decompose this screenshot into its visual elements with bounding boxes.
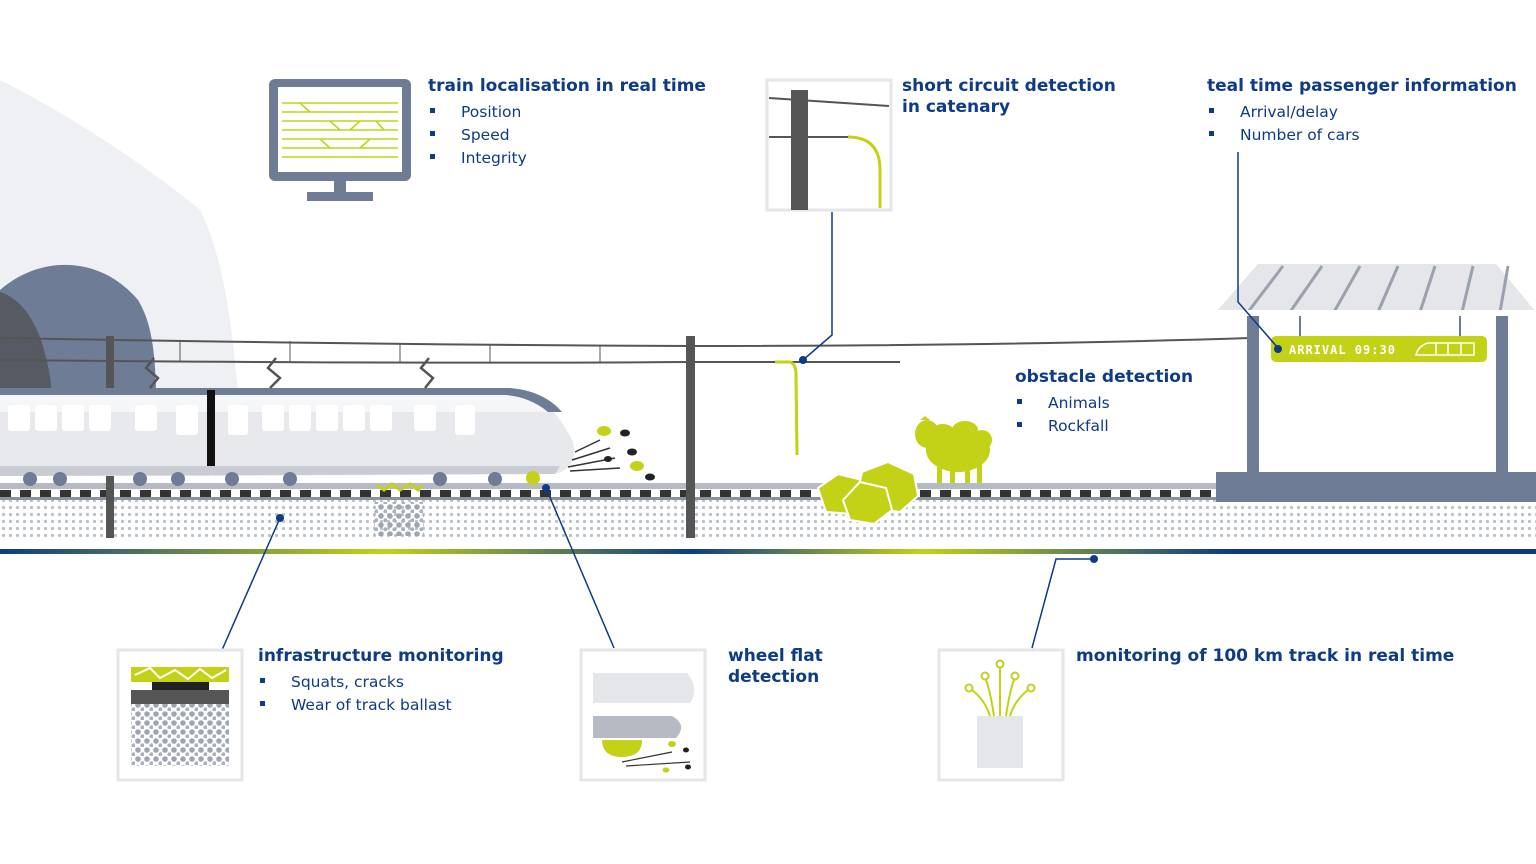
callout-wheel-flat: wheel flat detection <box>728 646 823 688</box>
callout-passenger-info-title: teal time passenger information <box>1207 76 1517 96</box>
list-item: Speed <box>428 124 706 147</box>
train-cars-icon <box>1415 342 1475 356</box>
list-item: Integrity <box>428 147 706 170</box>
monitor-icon <box>269 79 411 201</box>
callout-wheel-flat-title-line2: detection <box>728 667 820 687</box>
arrival-display-text: ARRIVAL 09:30 <box>1289 343 1396 357</box>
rock-icon <box>816 460 920 526</box>
callout-localisation-title: train localisation in real time <box>428 76 706 96</box>
ballast-bed <box>0 500 1536 538</box>
list-item: Squats, cracks <box>258 671 504 694</box>
train <box>0 357 575 486</box>
squat-marker <box>376 482 424 493</box>
callout-short-circuit-title-line2: in catenary <box>902 97 1011 117</box>
callout-infrastructure-list: Squats, cracks Wear of track ballast <box>258 671 504 717</box>
list-item: Number of cars <box>1207 124 1517 147</box>
callout-short-circuit: short circuit detection in catenary <box>902 76 1116 118</box>
ballast-damage <box>374 502 424 536</box>
callout-infrastructure: infrastructure monitoring Squats, cracks… <box>258 646 504 717</box>
callout-track-monitoring: monitoring of 100 km track in real time <box>1076 646 1454 667</box>
callout-short-circuit-title-line1: short circuit detection <box>902 76 1116 96</box>
callout-dots <box>276 345 1282 563</box>
callout-obstacle-list: Animals Rockfall <box>1015 392 1193 438</box>
track-ballast-icon <box>116 648 244 782</box>
arrival-display: ARRIVAL 09:30 <box>1271 336 1487 362</box>
catenary-pole <box>686 336 695 538</box>
list-item: Wear of track ballast <box>258 694 504 717</box>
list-item: Position <box>428 101 706 124</box>
fiber-optic-icon <box>937 648 1065 782</box>
wheel-flat-marker <box>526 471 540 485</box>
list-item: Rockfall <box>1015 415 1193 438</box>
catenary-icon <box>765 78 893 212</box>
callout-track-monitoring-title: monitoring of 100 km track in real time <box>1076 646 1455 666</box>
callout-localisation: train localisation in real time Position… <box>428 76 706 170</box>
callout-obstacle: obstacle detection Animals Rockfall <box>1015 367 1193 438</box>
callout-wheel-flat-title-line1: wheel flat <box>728 646 823 666</box>
callout-localisation-list: Position Speed Integrity <box>428 101 706 170</box>
sheep-icon <box>915 416 992 483</box>
callout-obstacle-title: obstacle detection <box>1015 367 1194 387</box>
wheel-flat-icon <box>579 648 707 782</box>
list-item: Animals <box>1015 392 1193 415</box>
station-platform <box>1216 264 1536 502</box>
fallen-wire <box>775 360 799 456</box>
callout-passenger-info: teal time passenger information Arrival/… <box>1207 76 1517 147</box>
list-item: Arrival/delay <box>1207 101 1517 124</box>
fiber-optic-cable <box>0 549 1536 554</box>
callout-leaders <box>221 152 1279 651</box>
callout-passenger-info-list: Arrival/delay Number of cars <box>1207 101 1517 147</box>
debris <box>567 426 655 481</box>
catenary <box>0 337 1251 364</box>
track <box>0 483 1220 500</box>
callout-infrastructure-title: infrastructure monitoring <box>258 646 504 666</box>
